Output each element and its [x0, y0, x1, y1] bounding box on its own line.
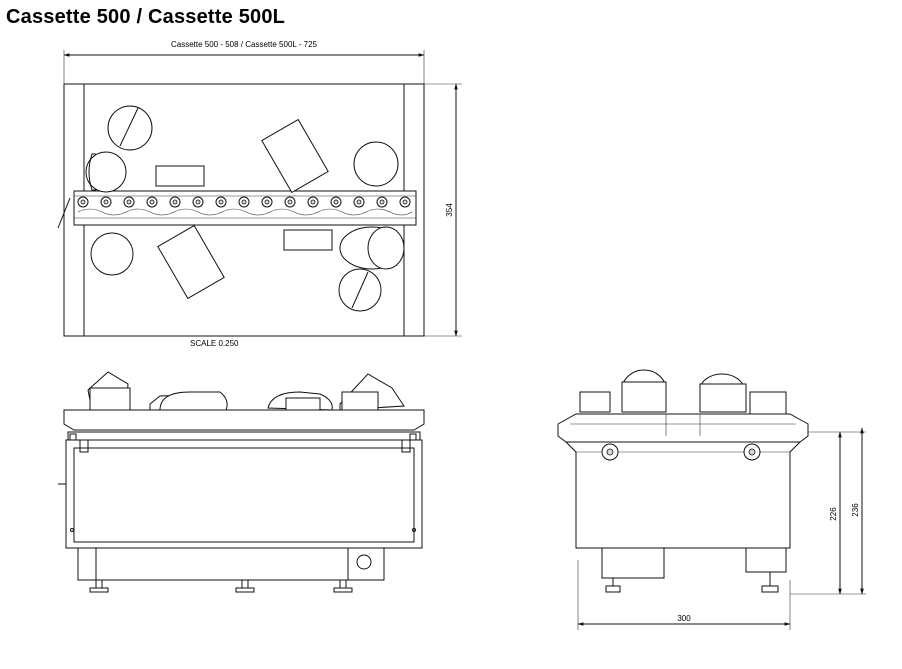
front-feet: [89, 579, 353, 593]
side-inner-height-label: 226: [829, 507, 838, 521]
top-depth-label: 354: [445, 203, 454, 217]
side-top-shelf: [557, 413, 809, 443]
front-view: [58, 371, 425, 593]
side-body: [564, 441, 802, 549]
side-view: 300 226 236: [557, 369, 866, 630]
side-logs: [579, 369, 787, 415]
rail-handle: [57, 197, 71, 229]
side-width-label: 300: [677, 614, 691, 623]
top-outer-box: [63, 83, 425, 337]
scale-label: SCALE 0.250: [190, 339, 239, 348]
top-width-label: Cassette 500 - 508 / Cassette 500L - 725: [171, 40, 318, 49]
top-logs: [85, 105, 405, 312]
burner-nozzles: [77, 196, 411, 208]
page-title: Cassette 500 / Cassette 500L: [6, 6, 286, 28]
front-logs: [87, 371, 405, 411]
side-outer-height-label: 236: [851, 503, 860, 517]
front-body: [65, 439, 423, 549]
top-view: Cassette 500 - 508 / Cassette 500L - 725…: [57, 40, 462, 348]
front-top-shelf: [63, 409, 425, 431]
